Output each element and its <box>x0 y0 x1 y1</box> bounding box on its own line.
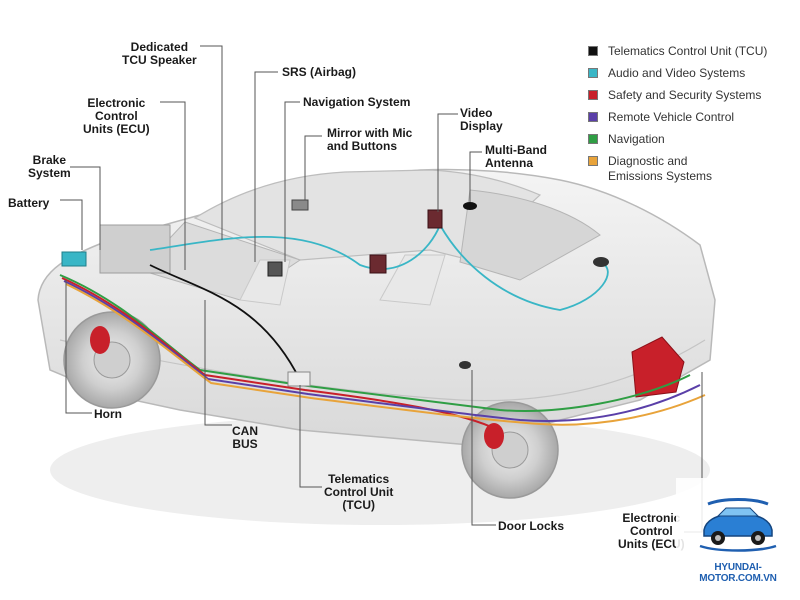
legend-item: Telematics Control Unit (TCU) <box>588 44 793 59</box>
legend-item: Safety and Security Systems <box>588 88 793 103</box>
antenna-module <box>463 202 477 210</box>
rear-display-module <box>369 254 387 274</box>
label-horn: Horn <box>94 407 122 421</box>
front-brake-disc <box>90 326 110 354</box>
mirror-module <box>291 199 309 211</box>
label-telematics-control-unit: Telematics Control Unit (TCU) <box>324 472 394 512</box>
label-can-bus: CAN BUS <box>232 424 258 451</box>
video-display-module <box>427 209 443 229</box>
legend-swatch <box>588 90 598 100</box>
car-logo-icon <box>699 498 777 552</box>
legend-swatch <box>588 68 598 78</box>
door-lock-module <box>459 361 471 369</box>
label-multi-band-antenna: Multi-Band Antenna <box>485 143 547 170</box>
leader-lines <box>60 45 703 533</box>
label-mirror-with-mic: Mirror with Mic and Buttons <box>327 126 413 153</box>
legend-label: Remote Vehicle Control <box>608 110 735 124</box>
battery-box <box>61 251 87 267</box>
rear-speaker <box>593 257 609 267</box>
legend-swatch <box>588 156 598 166</box>
legend-item: Remote Vehicle Control <box>588 110 793 125</box>
rear-window <box>459 189 601 281</box>
legend: Telematics Control Unit (TCU) Audio and V… <box>588 44 793 191</box>
seat-rear <box>379 254 446 306</box>
watermark-text: HYUNDAI-MOTOR.COM.VN <box>699 562 777 584</box>
legend-item: Navigation <box>588 132 793 147</box>
label-battery: Battery <box>8 196 50 210</box>
legend-label: Safety and Security Systems <box>608 88 762 102</box>
label-dedicated-tcu-speaker: Dedicated TCU Speaker <box>122 40 197 67</box>
navigation-unit <box>267 261 283 277</box>
label-brake-system: Brake System <box>28 153 71 180</box>
legend-item: Diagnostic and Emissions Systems <box>588 154 793 184</box>
legend-label: Navigation <box>608 132 665 146</box>
wire-diagnostic <box>65 283 706 426</box>
label-navigation-system: Navigation System <box>303 95 411 109</box>
wire-audio <box>149 224 609 311</box>
legend-swatch <box>588 134 598 144</box>
legend-item: Audio and Video Systems <box>588 66 793 81</box>
wire-remote <box>63 280 701 422</box>
watermark: HYUNDAI-MOTOR.COM.VN <box>676 478 800 600</box>
wire-tcu <box>149 264 301 381</box>
rear-brake-disc <box>484 423 504 449</box>
label-ecu-rear: Electronic Control Units (ECU) <box>618 511 685 551</box>
tcu-module <box>287 371 311 387</box>
tail-light <box>631 336 685 398</box>
wire-navigation <box>59 274 691 412</box>
legend-label: Diagnostic and Emissions Systems <box>608 154 713 183</box>
legend-swatch <box>588 46 598 56</box>
label-video-display: Video Display <box>460 106 503 133</box>
label-srs-airbag: SRS (Airbag) <box>282 65 357 79</box>
legend-swatch <box>588 112 598 122</box>
label-door-locks: Door Locks <box>498 519 565 533</box>
label-ecu-front: Electronic Control Units (ECU) <box>83 96 150 136</box>
legend-label: Audio and Video Systems <box>608 66 746 80</box>
legend-label: Telematics Control Unit (TCU) <box>608 44 768 58</box>
